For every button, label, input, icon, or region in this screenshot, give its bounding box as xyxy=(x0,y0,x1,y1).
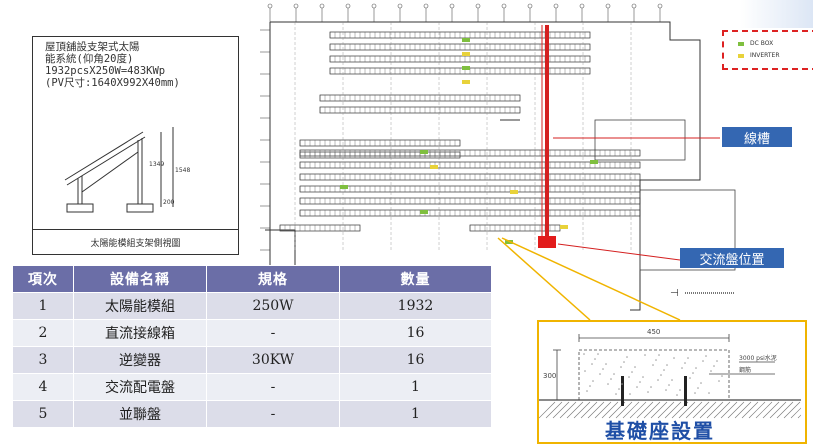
cell-spec: 30KW xyxy=(206,346,340,374)
info-line-2: 能系統(仰角20度) xyxy=(45,53,134,65)
legend-item-inverter: INVERTER xyxy=(738,52,780,59)
callout-trunking: 線槽 xyxy=(722,127,792,147)
table-row: 4 交流配電盤 - 1 xyxy=(12,373,492,401)
equipment-marker xyxy=(420,150,428,154)
dim-label-1: 1349 xyxy=(149,161,164,168)
cell-no: 1 xyxy=(12,292,74,320)
equipment-marker xyxy=(510,190,518,194)
legend-swatch-inverter xyxy=(738,53,744,58)
col-header-item-no: 項次 xyxy=(12,265,74,293)
mounting-info-box: 屋頂舖設支架式太陽 能系統(仰角20度) 1932pcsX250W=483KWp… xyxy=(32,36,239,255)
foundation-note-rebar: 鋼筋 xyxy=(739,366,751,374)
cell-name: 並聯盤 xyxy=(73,400,207,428)
col-header-spec: 規格 xyxy=(206,265,340,293)
equipment-marker xyxy=(340,185,348,189)
cell-no: 4 xyxy=(12,373,74,401)
legend-item-dc-box: DC BOX xyxy=(738,40,773,47)
foundation-section-sketch: 450 300 3000 psi水泥 鋼筋 xyxy=(539,328,801,419)
dim-label-3: 200 xyxy=(163,199,175,206)
cell-name: 直流接線箱 xyxy=(73,319,207,347)
plan-grid-ruler xyxy=(260,3,663,295)
equipment-marker xyxy=(590,160,598,164)
foundation-width-label: 450 xyxy=(647,328,660,336)
cell-qty: 1 xyxy=(339,400,492,428)
equipment-marker xyxy=(462,52,470,56)
legend-label-inverter: INVERTER xyxy=(750,52,780,59)
cell-qty: 1932 xyxy=(339,292,492,320)
equipment-legend: DC BOX INVERTER xyxy=(722,30,813,70)
equipment-markers xyxy=(340,38,598,244)
info-line-4: (PV尺寸:1640X992X40mm) xyxy=(45,77,180,89)
cell-no: 3 xyxy=(12,346,74,374)
legend-label-dc-box: DC BOX xyxy=(750,40,774,47)
cell-name: 太陽能模組 xyxy=(73,292,207,320)
equipment-marker xyxy=(420,210,428,214)
pv-panel-array xyxy=(279,22,641,250)
roof-plan-drawing: ⊣ xyxy=(260,3,736,320)
equipment-marker xyxy=(462,66,470,70)
cell-spec: - xyxy=(206,373,340,401)
header-gradient xyxy=(740,0,813,28)
ac-panel-marker xyxy=(538,236,556,248)
foundation-note-concrete: 3000 psi水泥 xyxy=(739,354,777,362)
col-header-equipment-name: 設備名稱 xyxy=(73,265,207,293)
dim-label-2: 1548 xyxy=(175,167,190,174)
callout-ac-panel-location: 交流盤位置 xyxy=(680,248,784,268)
cell-qty: 1 xyxy=(339,373,492,401)
table-row: 5 並聯盤 - 1 xyxy=(12,400,492,428)
equipment-marker xyxy=(430,165,438,169)
equipment-marker xyxy=(462,80,470,84)
equipment-marker xyxy=(462,38,470,42)
table-row: 1 太陽能模組 250W 1932 xyxy=(12,292,492,320)
cell-spec: - xyxy=(206,319,340,347)
foundation-detail-box: 450 300 3000 psi水泥 鋼筋 基礎座設置 xyxy=(537,320,807,444)
legend-swatch-dc-box xyxy=(738,41,744,46)
mount-side-view-sketch: 1349 1548 200 xyxy=(64,127,190,213)
col-header-quantity: 數量 xyxy=(339,265,492,293)
equipment-table: 項次 設備名稱 規格 數量 1 太陽能模組 250W 1932 2 直流接線箱 … xyxy=(12,265,492,428)
table-row: 2 直流接線箱 - 16 xyxy=(12,319,492,347)
info-line-1: 屋頂舖設支架式太陽 xyxy=(45,41,140,53)
info-line-3: 1932pcsX250W=483KWp xyxy=(45,65,166,77)
cell-no: 2 xyxy=(12,319,74,347)
cell-name: 逆變器 xyxy=(73,346,207,374)
foundation-title: 基礎座設置 xyxy=(605,419,715,443)
cell-spec: - xyxy=(206,400,340,428)
table-row: 3 逆變器 30KW 16 xyxy=(12,346,492,374)
side-view-caption: 太陽能模組支架側視圖 xyxy=(33,229,238,254)
cell-qty: 16 xyxy=(339,346,492,374)
cell-qty: 16 xyxy=(339,319,492,347)
table-header-row: 項次 設備名稱 規格 數量 xyxy=(12,265,492,293)
equipment-marker xyxy=(560,225,568,229)
cell-spec: 250W xyxy=(206,292,340,320)
foundation-height-label: 300 xyxy=(543,372,556,380)
svg-text:⊣: ⊣ xyxy=(670,288,679,299)
cell-name: 交流配電盤 xyxy=(73,373,207,401)
cell-no: 5 xyxy=(12,400,74,428)
